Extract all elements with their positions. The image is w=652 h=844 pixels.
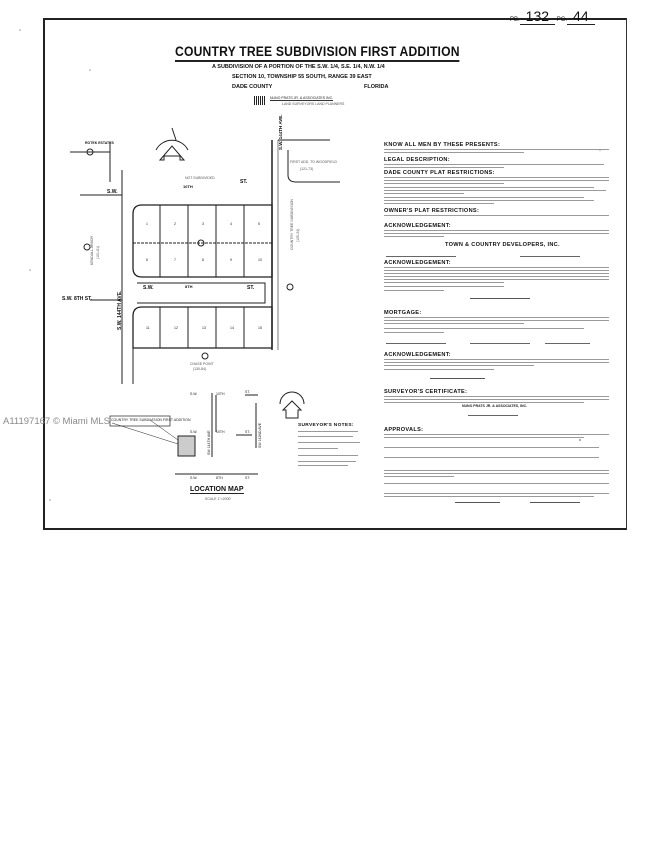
- lot-number: 7: [174, 258, 176, 262]
- lot-number: 9: [230, 258, 232, 262]
- locmap-site-callout: [109, 415, 171, 427]
- surveyor-firm-header: NUNO PRATS JR. & ASSOCIATES INC.: [270, 96, 334, 101]
- first-add-ref: (121-73): [300, 167, 314, 171]
- street-label: S.W.: [143, 285, 154, 291]
- acknowledgement-heading: ACKNOWLEDGEMENT:: [384, 223, 451, 229]
- lot-number: 10: [258, 258, 262, 262]
- locmap-label: 10TH: [216, 392, 225, 396]
- street-label: ST.: [240, 179, 248, 185]
- locmap-label: S.W.: [190, 476, 198, 480]
- lot-number: 3: [202, 222, 204, 226]
- state: FLORIDA: [364, 84, 389, 90]
- locmap-site-label: COUNTRY TREE SUBDIVISION FIRST ADDITION: [111, 418, 191, 422]
- plat-book-reference: PB.132 PG.44: [510, 8, 595, 25]
- acknowledgement-heading-2: ACKNOWLEDGEMENT:: [384, 260, 451, 266]
- locmap-label: S.W.: [190, 392, 198, 396]
- surveyor-company: NUNO PRATS JR. & ASSOCIATES, INC.: [462, 404, 528, 408]
- upper-block: [132, 204, 273, 278]
- street-label: S.W.: [107, 189, 118, 195]
- locmap-label: ST.: [245, 476, 251, 480]
- chase-point-ref: (130-84): [193, 367, 207, 371]
- lower-block: [132, 306, 273, 349]
- plat-sheet-border: [43, 18, 627, 530]
- mls-watermark: A11197167 © Miami MLS: [3, 416, 110, 427]
- north-arrow-pointer: [171, 127, 177, 141]
- parcel-marker: [86, 148, 94, 156]
- not-subdivided-label: NOT SUBDIVIDED: [185, 176, 215, 180]
- sw-144th-ave-label: S.W. 144TH AVE.: [278, 114, 283, 150]
- street-label: ST.: [247, 285, 255, 291]
- parcel-marker: [201, 352, 209, 360]
- plat-book-label: PB.: [510, 17, 520, 23]
- locmap-leader: [111, 422, 179, 445]
- country-tree-label: COUNTRY TREE SUBDIVISION: [290, 199, 294, 250]
- legal-description-heading: LEGAL DESCRIPTION:: [384, 157, 450, 163]
- page-number: 44: [567, 8, 595, 25]
- first-add-label: FIRST ADD. TO WOODFIELD: [290, 160, 338, 164]
- street-label: 8TH: [185, 284, 193, 289]
- county: DADE COUNTY: [232, 84, 273, 90]
- dade-county-restrictions-heading: DADE COUNTY PLAT RESTRICTIONS:: [384, 170, 495, 176]
- parcel-marker: [286, 283, 294, 291]
- kendall-arbor-label: KENDALL ARBOR: [90, 235, 94, 265]
- surveyors-certificate-heading: SURVEYOR'S CERTIFICATE:: [384, 389, 468, 395]
- country-tree-ref: (125-34): [296, 228, 300, 242]
- lot-number: 14: [230, 326, 234, 330]
- sw-8th-st-west-label: S.W. 8TH ST.: [62, 296, 93, 302]
- street-label: 10TH: [183, 184, 193, 189]
- surveyor-logo: [254, 96, 266, 105]
- surveyor-firm-subheader: LAND SURVEYORS LAND PLANNERS: [282, 102, 345, 106]
- locmap-site-area: [177, 435, 196, 457]
- lot-number: 15: [258, 326, 262, 330]
- sw-144th-ave-west-label: S.W. 144TH AVE.: [117, 290, 123, 330]
- parcel-marker: [197, 239, 205, 247]
- lot-number: 2: [174, 222, 176, 226]
- know-all-men-heading: KNOW ALL MEN BY THESE PRESENTS:: [384, 142, 501, 148]
- kendall-arbor-ref: (101-81): [96, 245, 100, 259]
- subtitle-section: SECTION 10, TOWNSHIP 55 SOUTH, RANGE 39 …: [232, 74, 372, 80]
- locmap-label: ST.: [245, 390, 251, 394]
- locmap-leader: [149, 419, 179, 441]
- plat-title: COUNTRY TREE SUBDIVISION FIRST ADDITION: [175, 44, 460, 62]
- lot-number: 13: [202, 326, 206, 330]
- chase-point-label: CHASE POINT: [190, 362, 214, 366]
- lot-number: 11: [146, 326, 150, 330]
- acknowledgement-heading-3: ACKNOWLEDGEMENT:: [384, 352, 451, 358]
- sw-8th-st-road: [137, 282, 266, 304]
- mortgage-heading: MORTGAGE:: [384, 310, 422, 316]
- rotek-estates-label: ROTEK ESTATES: [85, 141, 114, 145]
- developer-name: TOWN & COUNTRY DEVELOPERS, INC.: [445, 242, 560, 248]
- lot-number: 12: [174, 326, 178, 330]
- location-map-title: LOCATION MAP: [190, 486, 244, 494]
- first-add-boundary: [287, 150, 340, 183]
- locmap-label: S.W.: [190, 430, 198, 434]
- locmap-label: 10TH: [216, 430, 225, 434]
- approvals-heading: APPROVALS:: [384, 427, 424, 433]
- owners-restrictions-heading: OWNER'S PLAT RESTRICTIONS:: [384, 208, 480, 214]
- lot-number: 6: [146, 258, 148, 262]
- locmap-label: 8TH: [216, 476, 223, 480]
- locmap-label: SW 142ND AVE: [258, 422, 262, 448]
- locmap-label: SW 144TH AVE: [207, 430, 211, 455]
- plat-book-number: 132: [519, 8, 556, 25]
- surveyor-notes-title: SURVEYOR'S NOTES:: [298, 423, 354, 428]
- lot-number: 5: [258, 222, 260, 226]
- locmap-label: ST.: [245, 430, 251, 434]
- parcel-marker: [83, 243, 91, 251]
- location-map-scale: SCALE 1"=2000': [205, 497, 232, 501]
- subtitle-portion: A SUBDIVISION OF A PORTION OF THE S.W. 1…: [212, 64, 385, 70]
- lot-number: 8: [202, 258, 204, 262]
- lot-number: 1: [146, 222, 148, 226]
- page-label: PG.: [556, 17, 568, 23]
- north-arrow: [155, 139, 189, 161]
- lot-number: 4: [230, 222, 232, 226]
- locmap-north-arrow: [279, 391, 305, 419]
